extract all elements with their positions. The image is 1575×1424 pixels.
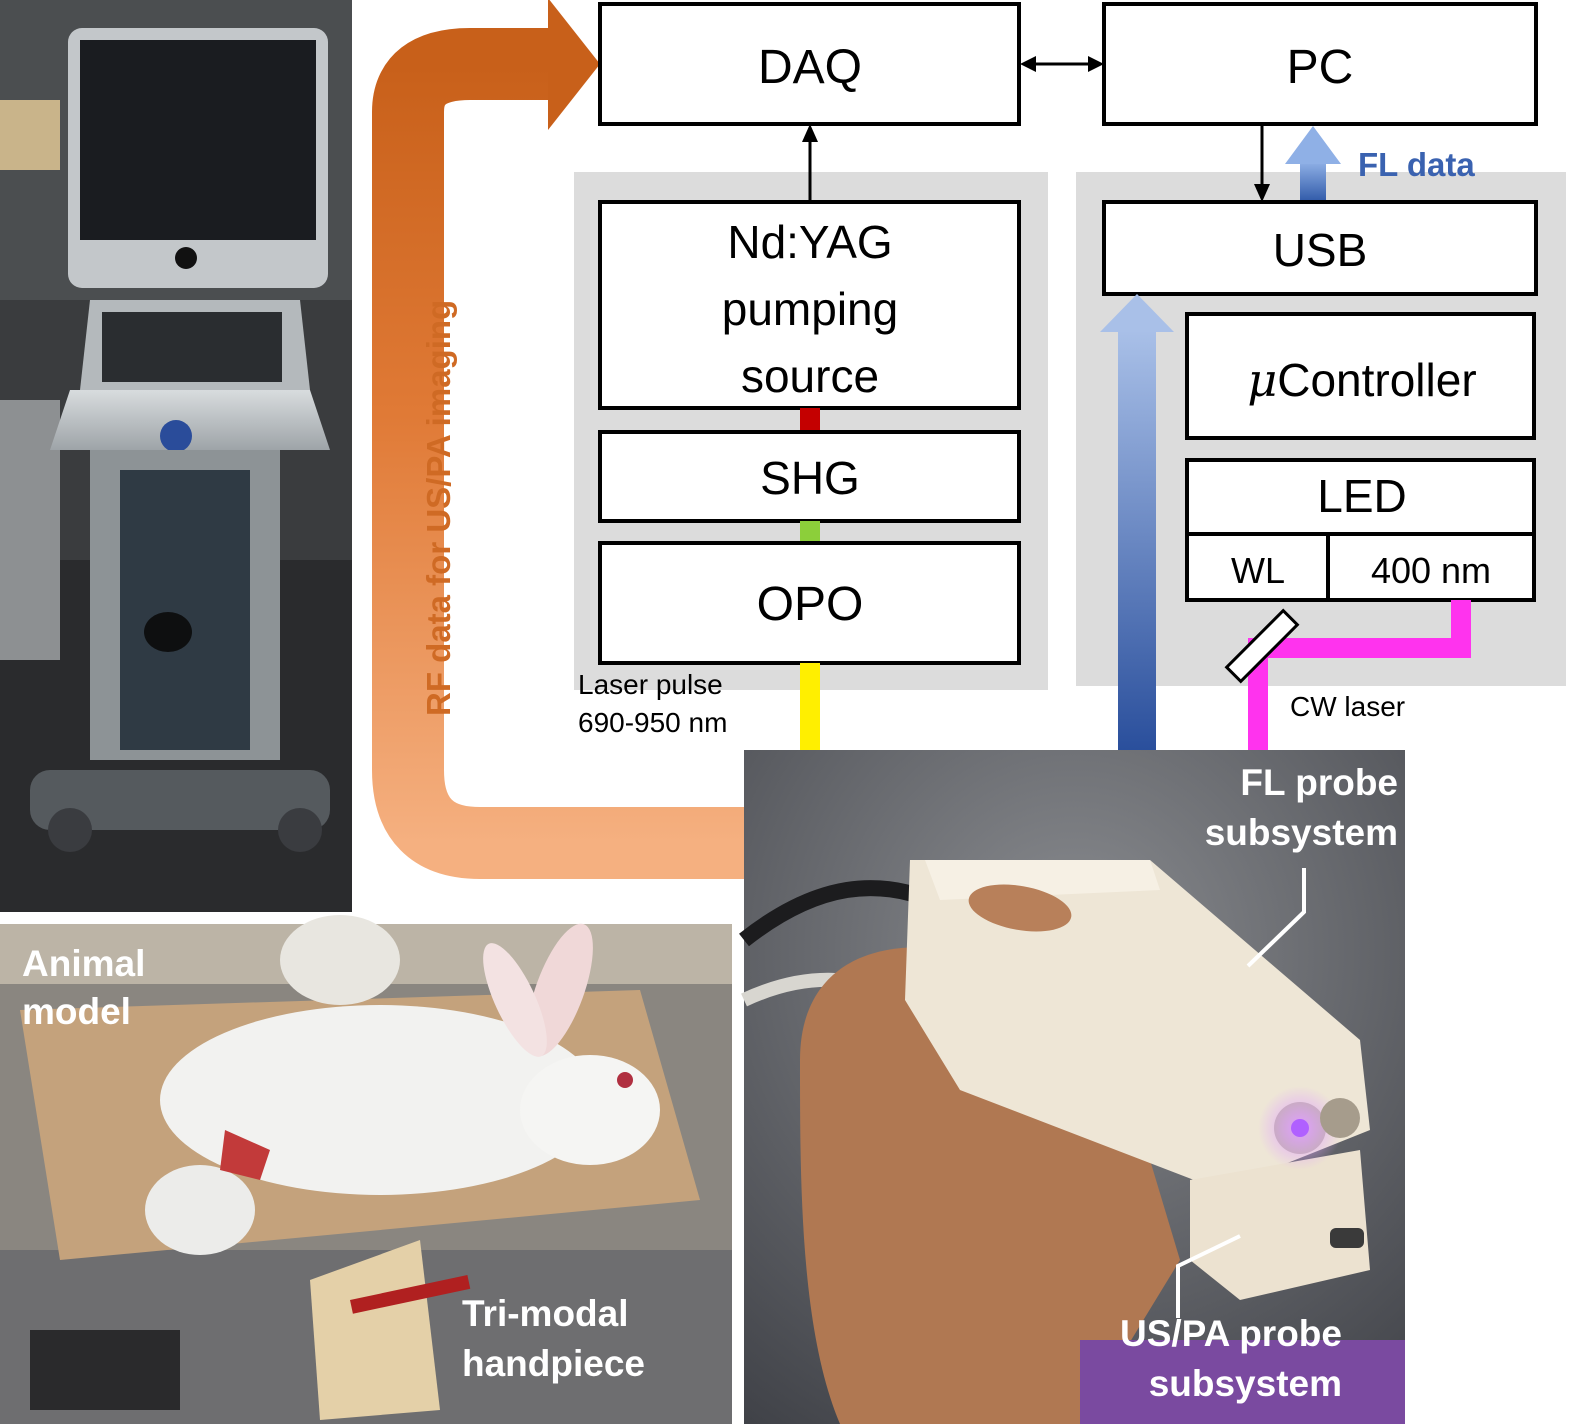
ndyag-label-1: Nd:YAG — [727, 216, 892, 268]
fl-signal-arrow — [1100, 294, 1174, 750]
laser-pulse-label-1: Laser pulse — [578, 669, 723, 700]
mu-symbol: μ — [1247, 353, 1277, 407]
fl-probe-callout — [1246, 868, 1306, 968]
daq-box — [598, 2, 1021, 126]
uspa-probe-label-2: subsystem — [1149, 1363, 1342, 1404]
ndyag-label-2: pumping — [722, 283, 898, 335]
uspa-probe-callout — [1176, 1234, 1241, 1318]
opo-label: OPO — [757, 578, 864, 631]
animal-model-photo — [0, 915, 732, 1424]
rf-data-label: RF data for US/PA imaging — [420, 300, 457, 716]
led-box — [1185, 458, 1536, 602]
laser-pulse-beam — [800, 663, 820, 750]
microcontroller-label: μController — [1247, 353, 1476, 407]
fl-probe-label-2: subsystem — [1205, 812, 1398, 853]
usb-label: USB — [1273, 224, 1368, 276]
animal-model-label-1: Animal — [22, 943, 145, 984]
beam-splitter — [1224, 608, 1300, 684]
opo-box — [598, 541, 1021, 665]
controller-text: Controller — [1277, 354, 1476, 406]
ndyag-shg-red-link — [800, 408, 820, 432]
trimodal-label-2: handpiece — [462, 1343, 645, 1384]
wl-label: WL — [1231, 550, 1285, 591]
cw-laser-label: CW laser — [1290, 691, 1405, 722]
microcontroller-box — [1185, 312, 1536, 440]
pc-label: PC — [1287, 41, 1354, 94]
ndyag-label-3: source — [741, 350, 879, 402]
animal-model-label-2: model — [22, 991, 131, 1032]
rf-data-arrow — [372, 0, 744, 879]
ndyag-box — [598, 200, 1021, 410]
shg-opo-green-link — [800, 521, 820, 543]
fl-probe-label-1: FL probe — [1240, 762, 1398, 803]
laser-pulse-label-2: 690-950 nm — [578, 707, 727, 738]
led-label: LED — [1317, 470, 1406, 522]
400nm-label: 400 nm — [1371, 550, 1491, 591]
ndyag-daq-arrow — [802, 124, 818, 202]
daq-label: DAQ — [758, 41, 862, 94]
pc-box — [1102, 2, 1538, 126]
uspa-probe-label-1: US/PA probe — [1120, 1313, 1342, 1354]
pc-usb-arrow — [1254, 124, 1270, 202]
shg-label: SHG — [760, 452, 860, 504]
usb-box — [1102, 200, 1538, 296]
handheld-probe-photo — [739, 750, 1405, 1424]
daq-pc-arrow — [1020, 56, 1104, 72]
trimodal-label-1: Tri-modal — [462, 1293, 629, 1334]
ultrasound-machine-photo — [0, 0, 352, 912]
fl-data-label: FL data — [1358, 146, 1475, 183]
fl-data-arrow — [1285, 126, 1341, 202]
shg-box — [598, 430, 1021, 523]
cw-laser-beam — [1248, 600, 1471, 750]
